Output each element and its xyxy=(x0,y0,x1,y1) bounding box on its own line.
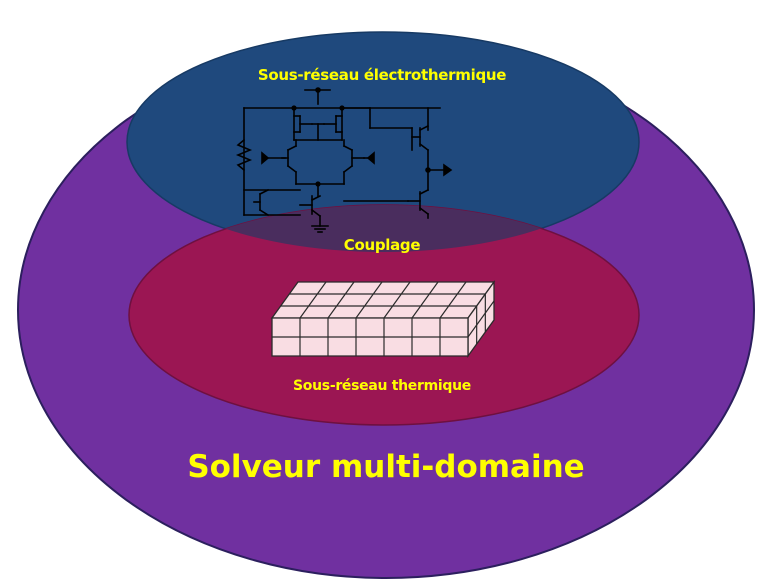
grid-top-face xyxy=(270,281,496,319)
grid-cell-line xyxy=(383,281,411,319)
grid-cell-line xyxy=(355,281,383,319)
thermal-grid-block xyxy=(270,279,496,359)
grid-cell-line xyxy=(327,281,355,319)
thermal-subnetwork-label: Sous-réseau thermique xyxy=(293,378,471,394)
solver-label: Solveur multi-domaine xyxy=(187,449,585,485)
grid-cell-line xyxy=(411,281,439,319)
coupling-label: Couplage xyxy=(343,236,421,254)
electrothermal-subnetwork-label: Sous-réseau électrothermique xyxy=(257,66,507,84)
grid-cell-line xyxy=(439,281,467,319)
grid-cell-line xyxy=(467,300,495,338)
circuit-schematic xyxy=(235,87,453,233)
grid-cell-line xyxy=(299,281,327,319)
